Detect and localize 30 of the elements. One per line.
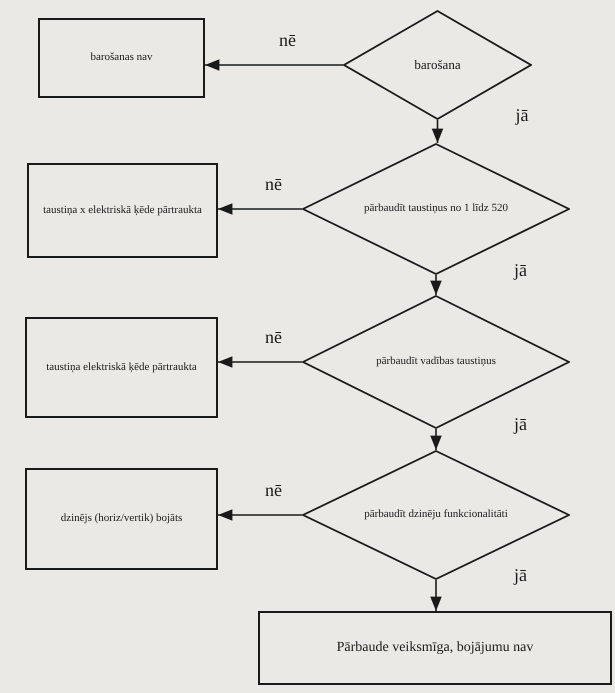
decision-text: pārbaudīt taustiņus no 1 līdz 520 [364, 202, 508, 216]
decision-text: pārbaudīt vadības taustiņus [376, 355, 496, 369]
edge-label: nē [265, 328, 282, 346]
edge-label: nē [279, 31, 296, 49]
decision-text: barošana [414, 56, 461, 74]
box-text: Pārbaude veiksmīga, bojājumu nav [336, 639, 534, 657]
process-box [27, 163, 218, 258]
arrow [430, 580, 442, 611]
box-text: barošanas nav [90, 51, 152, 65]
edge-label: nē [265, 481, 282, 499]
arrow [430, 429, 442, 450]
box-text: taustiņa elektriskā ķēde pārtraukta [46, 360, 197, 374]
process-box [258, 611, 612, 685]
arrow [218, 356, 302, 368]
box-text: taustiņa x elektriskā ķēde pārtraukta [43, 204, 202, 218]
decision-text: pārbaudīt dzinēju funkcionalitāti [364, 508, 508, 522]
arrow [432, 120, 444, 143]
arrow [218, 509, 302, 521]
arrow [205, 59, 343, 71]
edge-label: nē [265, 175, 282, 193]
edge-label: jā [514, 566, 527, 584]
edge-label: jā [516, 106, 528, 124]
arrow [430, 275, 442, 295]
process-box [25, 468, 218, 570]
arrow [218, 203, 302, 215]
edge-label: jā [514, 261, 527, 279]
process-box [38, 18, 205, 98]
process-box [25, 317, 218, 418]
box-text: dzinējs (horiz/vertik) bojāts [60, 512, 182, 526]
edge-label: jā [514, 415, 527, 433]
